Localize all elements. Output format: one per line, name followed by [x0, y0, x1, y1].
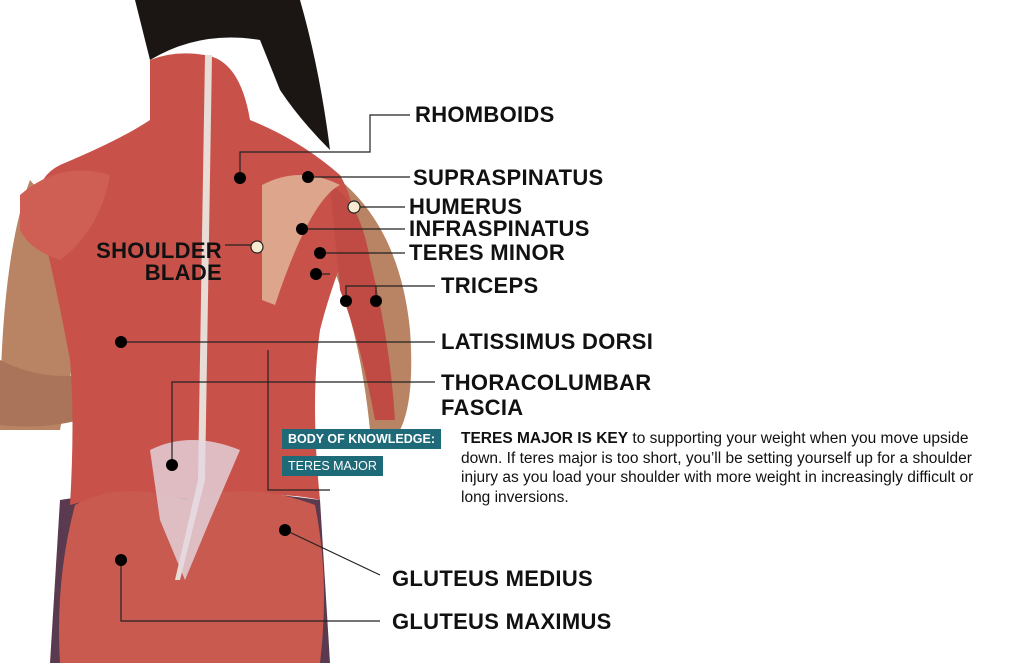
- triceps-marker: [340, 295, 352, 307]
- callout-body: to supporting your weight when you move …: [461, 430, 974, 506]
- callout-heading-badge: BODY OF KNOWLEDGE:: [282, 429, 441, 449]
- label-fascia: FASCIA: [441, 395, 524, 420]
- fascia: [150, 440, 240, 580]
- label-rhomboids: RHOMBOIDS: [415, 102, 555, 127]
- gluteus-maximus-marker: [115, 554, 127, 566]
- supraspinatus-marker: [302, 171, 314, 183]
- callout-lead: TERES MAJOR IS KEY: [461, 430, 629, 447]
- triceps-marker: [370, 295, 382, 307]
- triceps-muscle: [330, 185, 395, 420]
- label-infraspinatus: INFRASPINATUS: [409, 216, 590, 241]
- left-forearm: [0, 360, 80, 427]
- gluteals: [59, 491, 324, 663]
- marker-dots: [115, 171, 382, 566]
- gluteus-medius-marker: [279, 524, 291, 536]
- humerus-marker: [347, 200, 361, 214]
- latissimus-marker: [115, 336, 127, 348]
- callout-subject-badge: TERES MAJOR: [282, 456, 383, 476]
- label-humerus: HUMERUS: [409, 194, 523, 219]
- label-supraspinatus: SUPRASPINATUS: [413, 165, 604, 190]
- scapula: [262, 175, 340, 305]
- label-gluteus-medius: GLUTEUS MEDIUS: [392, 566, 593, 591]
- label-triceps: TRICEPS: [441, 273, 539, 298]
- label-shoulder-blade-line1: SHOULDER: [96, 238, 222, 263]
- label-latissimus-dorsi: LATISSIMUS DORSI: [441, 329, 654, 354]
- label-gluteus-maximus: GLUTEUS MAXIMUS: [392, 609, 612, 634]
- label-teres-minor: TERES MINOR: [409, 240, 566, 265]
- infraspinatus-marker: [296, 223, 308, 235]
- teres-minor-marker: [314, 247, 326, 259]
- callout-text: TERES MAJOR IS KEY to supporting your we…: [461, 429, 981, 507]
- torso-muscles: [37, 53, 354, 505]
- teres-marker: [310, 268, 322, 280]
- hair: [135, 0, 330, 150]
- deltoid: [20, 170, 110, 260]
- thoracolumbar-marker: [166, 459, 178, 471]
- rhomboids-marker: [234, 172, 246, 184]
- label-thoracolumbar: THORACOLUMBAR: [441, 370, 652, 395]
- label-shoulder-blade-line2: BLADE: [144, 260, 222, 285]
- shoulder-blade-marker: [250, 240, 264, 254]
